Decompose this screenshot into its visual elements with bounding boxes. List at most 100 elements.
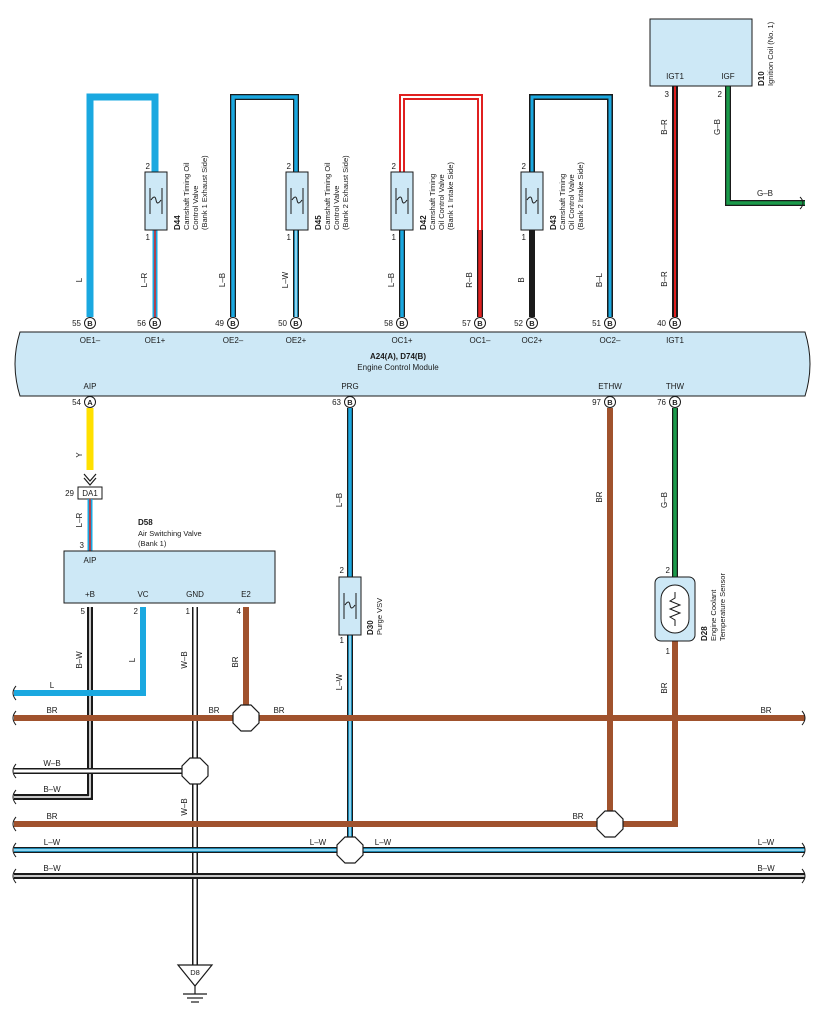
ecm-term-oe1-plus: OE1+ bbox=[145, 336, 166, 345]
asv-term-gnd: GND bbox=[186, 590, 204, 599]
wire-vc-l bbox=[14, 607, 146, 696]
wire-label-d45-right: L–W bbox=[281, 271, 290, 288]
ocv-d42-pin-top: 2 bbox=[392, 162, 397, 171]
coolant-sensor-code: D28 bbox=[700, 626, 709, 641]
ocv-d43-line2: Oil Control Valve bbox=[567, 174, 576, 230]
ecm-pin-50-conn: B bbox=[293, 319, 299, 328]
ocv-d44-line1: Camshaft Timing Oil bbox=[182, 162, 191, 230]
ecm-term-oe2-plus: OE2+ bbox=[286, 336, 307, 345]
asv-pin-2: 2 bbox=[134, 607, 139, 616]
ocv-d45 bbox=[285, 171, 309, 231]
asv-top-pin: 3 bbox=[80, 541, 85, 550]
ecm-pin-49-conn: B bbox=[230, 319, 236, 328]
asv-pin-1: 1 bbox=[186, 607, 191, 616]
ignition-coil-pin-2: 2 bbox=[718, 90, 723, 99]
wire-aip-arrow bbox=[83, 473, 97, 486]
wire-label-gnd-wb: W–B bbox=[180, 651, 189, 668]
ecm-subtitle: Engine Control Module bbox=[357, 363, 439, 372]
purge-vsv-pin-top: 2 bbox=[340, 566, 345, 575]
wire-label-plusb-bw: B–W bbox=[75, 651, 84, 669]
coolant-sensor-label: D28 Engine Coolant Temperature Sensor bbox=[700, 573, 727, 641]
wire-label-ethw-br: BR bbox=[595, 491, 604, 502]
ground-code: D8 bbox=[190, 968, 200, 977]
ecm-term-oc1-plus: OC1+ bbox=[391, 336, 412, 345]
ecm-term-oc2-plus: OC2+ bbox=[521, 336, 542, 345]
ocv-d45-line2: Control Valve bbox=[332, 186, 341, 230]
wire-label-vc-l: L bbox=[128, 657, 137, 662]
purge-vsv-name: Purge VSV bbox=[375, 598, 384, 635]
ocv-d43-line1: Camshaft Timing bbox=[558, 174, 567, 230]
ecm-pin-40-conn: B bbox=[672, 319, 678, 328]
bus-label-l: L bbox=[50, 681, 55, 690]
wire-label-prg-lb: L–B bbox=[335, 493, 344, 507]
ocv-d42 bbox=[390, 171, 414, 231]
wire-thw-br bbox=[610, 641, 678, 827]
bus-label-bw-1: B–W bbox=[43, 785, 61, 794]
ecm-term-prg: PRG bbox=[341, 382, 358, 391]
wire-label-lr: L–R bbox=[75, 512, 84, 527]
bus-label-bw-3: B–W bbox=[757, 864, 775, 873]
wire-label-igf-out: G–B bbox=[757, 189, 773, 198]
wire-label-d43-left: B bbox=[517, 277, 526, 282]
ocv-d43-label: D43 Camshaft Timing Oil Control Valve (B… bbox=[549, 162, 585, 230]
ecm-term-oe1-minus: OE1– bbox=[80, 336, 101, 345]
ocv-d42-code: D42 bbox=[419, 215, 428, 230]
ignition-coil-label: D10 Ignition Coil (No. 1) bbox=[757, 21, 775, 86]
coolant-sensor-line2: Temperature Sensor bbox=[718, 573, 727, 641]
ocv-d45-line3: (Bank 2 Exhaust Side) bbox=[341, 155, 350, 230]
ocv-d43-pin-top: 2 bbox=[522, 162, 527, 171]
ignition-coil-pin-3: 3 bbox=[665, 90, 670, 99]
ecm-pin-58-conn: B bbox=[399, 319, 405, 328]
ecm-pin-56: 56 bbox=[137, 319, 146, 328]
bus-label-br-1c: BR bbox=[273, 706, 284, 715]
ecm-pin-57-conn: B bbox=[477, 319, 483, 328]
ocv-d44-line3: (Bank 1 Exhaust Side) bbox=[200, 155, 209, 230]
ecm-pin-55: 55 bbox=[72, 319, 81, 328]
ocv-d45-pin-bot: 1 bbox=[287, 233, 292, 242]
ecm-term-oc1-minus: OC1– bbox=[470, 336, 491, 345]
wire-label-d44-right: L–R bbox=[140, 272, 149, 287]
ocv-d45-code: D45 bbox=[314, 215, 323, 230]
wire-d44-loop bbox=[86, 93, 159, 317]
splice-gnd-wb bbox=[181, 757, 209, 785]
ecm-pin-57: 57 bbox=[462, 319, 471, 328]
bus-cut-marks bbox=[12, 685, 806, 884]
wire-label-gnd-wb-low: W–B bbox=[180, 798, 189, 815]
bus-label-br-1b: BR bbox=[208, 706, 219, 715]
bus-label-lw-3: L–W bbox=[375, 838, 392, 847]
purge-vsv-pin-bot: 1 bbox=[340, 636, 345, 645]
wire-label-igf: G–B bbox=[713, 119, 722, 135]
asv-pin-5: 5 bbox=[81, 607, 86, 616]
ocv-d44-code: D44 bbox=[173, 215, 182, 230]
coolant-sensor-line1: Engine Coolant bbox=[709, 589, 718, 641]
wire-label-d45-left: L–B bbox=[218, 273, 227, 287]
ecm-pin-54-conn: A bbox=[87, 398, 93, 407]
bus-label-lw-4: L–W bbox=[758, 838, 775, 847]
ecm-term-ethw: ETHW bbox=[598, 382, 622, 391]
ecm-pin-97-conn: B bbox=[607, 398, 613, 407]
ground-symbol bbox=[183, 986, 207, 1003]
ecm-pin-58: 58 bbox=[384, 319, 393, 328]
wire-label-d42-left: L–B bbox=[387, 273, 396, 287]
ocv-d42-line2: Oil Control Valve bbox=[437, 174, 446, 230]
wire-d45-loop-inner bbox=[231, 95, 298, 317]
ecm-term-igt1: IGT1 bbox=[666, 336, 684, 345]
ground-triangle bbox=[176, 964, 214, 987]
air-switching-valve-box bbox=[63, 550, 276, 604]
splice-points bbox=[181, 704, 624, 864]
splice-prg-lw bbox=[336, 836, 364, 864]
ignition-coil-term-igf: IGF bbox=[721, 72, 734, 81]
wire-label-thw-br: BR bbox=[660, 682, 669, 693]
bus-label-br-1d: BR bbox=[760, 706, 771, 715]
asv-top-term: AIP bbox=[84, 556, 97, 565]
ocv-d44-label: D44 Camshaft Timing Oil Control Valve (B… bbox=[173, 155, 209, 230]
ocv-d44-pin-bot: 1 bbox=[146, 233, 151, 242]
asv-term-plusb: +B bbox=[85, 590, 95, 599]
ecm-box bbox=[14, 331, 811, 397]
asv-line2: (Bank 1) bbox=[138, 539, 167, 548]
ecm-top-pins bbox=[84, 317, 681, 329]
asv-term-e2: E2 bbox=[241, 590, 251, 599]
coolant-sensor bbox=[654, 576, 696, 642]
ecm-pin-54: 54 bbox=[72, 398, 81, 407]
